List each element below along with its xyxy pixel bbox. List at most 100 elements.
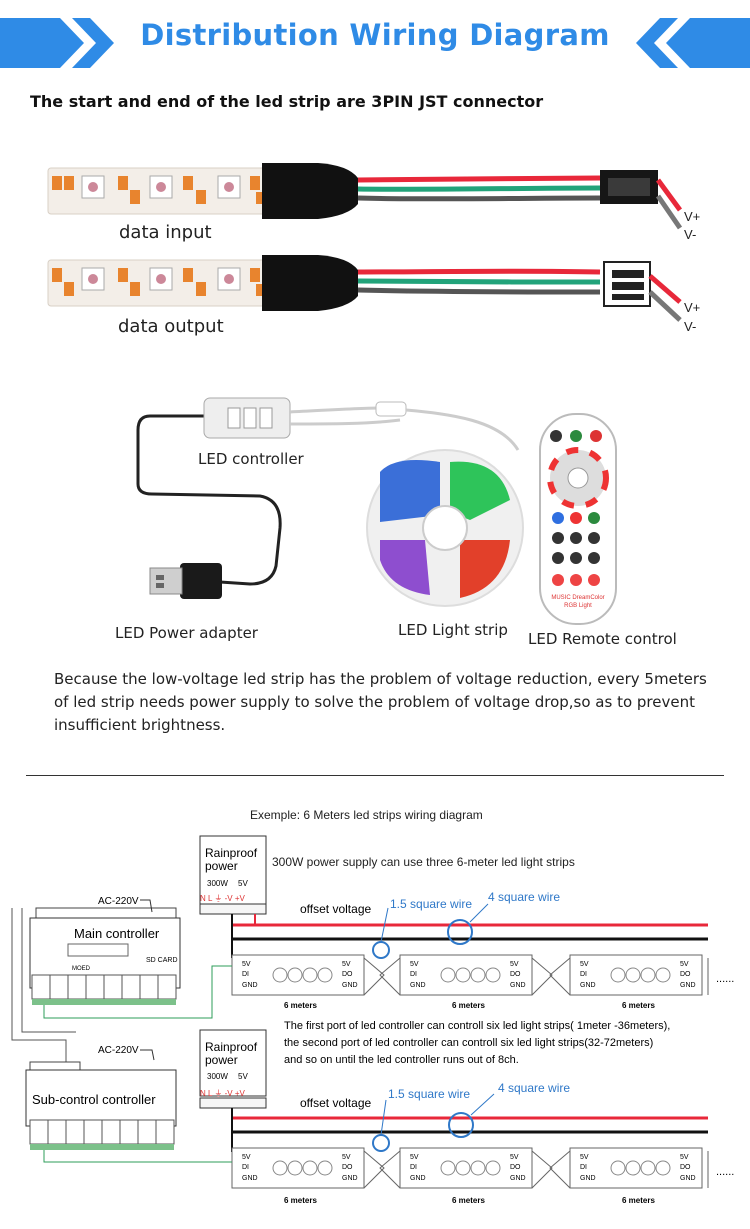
example-title: Exemple: 6 Meters led strips wiring diag… — [250, 808, 483, 822]
usb-plug-tip — [149, 567, 183, 595]
data-output-label: data output — [118, 316, 224, 337]
data-input-label: data input — [119, 222, 212, 243]
svg-text:DI: DI — [242, 971, 249, 978]
svg-text:5V: 5V — [410, 961, 419, 968]
ps2-line2: power — [205, 1053, 238, 1067]
chevron-right-decoration-2 — [636, 18, 678, 68]
note-line-3: and so on until the led controller runs … — [284, 1054, 519, 1066]
svg-text:5V: 5V — [680, 961, 689, 968]
sub-controller-box — [25, 1069, 177, 1127]
continuation-ellipsis-2: ...... — [716, 1166, 734, 1178]
svg-text:6 meters: 6 meters — [622, 1001, 655, 1010]
svg-text:5V: 5V — [680, 1154, 689, 1161]
offset-voltage-2: offset voltage — [300, 1096, 371, 1110]
ac-input-1: AC-220V — [98, 896, 139, 907]
usb-plug-body — [180, 563, 222, 599]
svg-text:GND: GND — [510, 982, 526, 989]
svg-text:5V: 5V — [342, 961, 351, 968]
svg-text:DO: DO — [342, 971, 353, 978]
svg-text:GND: GND — [242, 1175, 258, 1182]
svg-text:GND: GND — [580, 1175, 596, 1182]
supply-note: 300W power supply can use three 6-meter … — [272, 855, 575, 869]
usb-cable — [136, 414, 282, 586]
svg-text:5V: 5V — [410, 1154, 419, 1161]
svg-text:5V: 5V — [242, 1154, 251, 1161]
svg-text:DI: DI — [410, 971, 417, 978]
vplus-label-2: V+ — [684, 300, 700, 315]
remote-label: LED Remote control — [528, 630, 677, 648]
ps2-terminals: N L ⏚ -V +V — [200, 1089, 245, 1098]
ps1-watt: 300W — [207, 879, 228, 888]
controller-label: LED controller — [198, 450, 304, 468]
continuation-ellipsis-1: ...... — [716, 973, 734, 985]
svg-text:GND: GND — [242, 982, 258, 989]
chevron-right-decoration — [666, 18, 750, 68]
remote-brand-1: MUSIC DreamColor — [551, 595, 604, 601]
meters-label: 6 meters — [284, 1001, 317, 1010]
sd-card-label: SD CARD — [146, 957, 178, 964]
ps1-terminals: N L ⏚ -V +V — [200, 894, 245, 903]
svg-text:GND: GND — [580, 982, 596, 989]
strip-connector-illustration: V+ V- V+ V- — [47, 163, 700, 334]
svg-text:5V: 5V — [242, 961, 251, 968]
wiring-diagram: Exemple: 6 Meters led strips wiring diag… — [11, 808, 734, 1205]
svg-text:DO: DO — [510, 971, 521, 978]
vplus-label-1: V+ — [684, 209, 700, 224]
offset-voltage-1: offset voltage — [300, 902, 371, 916]
svg-text:DI: DI — [410, 1164, 417, 1171]
svg-text:DO: DO — [680, 971, 691, 978]
vminus-label-2: V- — [684, 319, 696, 334]
svg-text:6 meters: 6 meters — [284, 1196, 317, 1205]
ac-input-2: AC-220V — [98, 1045, 139, 1056]
svg-text:5V: 5V — [510, 1154, 519, 1161]
ps1-line2: power — [205, 859, 238, 873]
svg-text:DI: DI — [242, 1164, 249, 1171]
svg-text:6 meters: 6 meters — [452, 1196, 485, 1205]
main-controller-label: Main controller — [74, 926, 160, 941]
wire-15-label-1: 1.5 square wire — [390, 897, 472, 911]
svg-text:GND: GND — [680, 1175, 696, 1182]
note-line-2: the second port of led controller can co… — [284, 1037, 653, 1049]
ps1-line1: Rainproof — [205, 846, 258, 860]
svg-text:GND: GND — [410, 1175, 426, 1182]
svg-text:GND: GND — [342, 1175, 358, 1182]
svg-text:6 meters: 6 meters — [452, 1001, 485, 1010]
wire-4-label-1: 4 square wire — [488, 890, 560, 904]
chevron-left-decoration-2 — [72, 18, 114, 68]
svg-text:GND: GND — [342, 982, 358, 989]
ps2-volt: 5V — [238, 1072, 248, 1081]
moed-label: MOED — [72, 966, 91, 972]
adapter-label: LED Power adapter — [115, 624, 258, 642]
led-strip-input: V+ V- — [47, 163, 700, 242]
remote-brand-2: RGB Light — [564, 603, 592, 609]
power-supply-1 — [199, 835, 267, 905]
section-divider — [26, 775, 724, 776]
power-supply-2 — [199, 1029, 267, 1097]
svg-text:GND: GND — [510, 1175, 526, 1182]
svg-text:5V: 5V — [580, 1154, 589, 1161]
title-banner — [0, 18, 750, 68]
light-strip-label: LED Light strip — [398, 621, 508, 639]
svg-text:5V: 5V — [342, 1154, 351, 1161]
svg-text:GND: GND — [410, 982, 426, 989]
svg-text:5V: 5V — [580, 961, 589, 968]
svg-text:DO: DO — [342, 1164, 353, 1171]
connector-subtitle: The start and end of the led strip are 3… — [30, 92, 544, 111]
led-strip-output: V+ V- — [47, 255, 700, 334]
sub-controller-label: Sub-control controller — [32, 1092, 156, 1107]
voltage-drop-paragraph: Because the low-voltage led strip has th… — [54, 670, 707, 734]
svg-text:DI: DI — [580, 1164, 587, 1171]
page-title: Distribution Wiring Diagram — [140, 18, 610, 52]
svg-text:GND: GND — [680, 982, 696, 989]
svg-text:5V: 5V — [510, 961, 519, 968]
ps2-line1: Rainproof — [205, 1040, 258, 1054]
svg-text:6 meters: 6 meters — [622, 1196, 655, 1205]
svg-text:DO: DO — [680, 1164, 691, 1171]
wire-4-label-2: 4 square wire — [498, 1081, 570, 1095]
chevron-left-decoration — [0, 18, 84, 68]
svg-text:DO: DO — [510, 1164, 521, 1171]
vminus-label-1: V- — [684, 227, 696, 242]
svg-text:DI: DI — [580, 971, 587, 978]
